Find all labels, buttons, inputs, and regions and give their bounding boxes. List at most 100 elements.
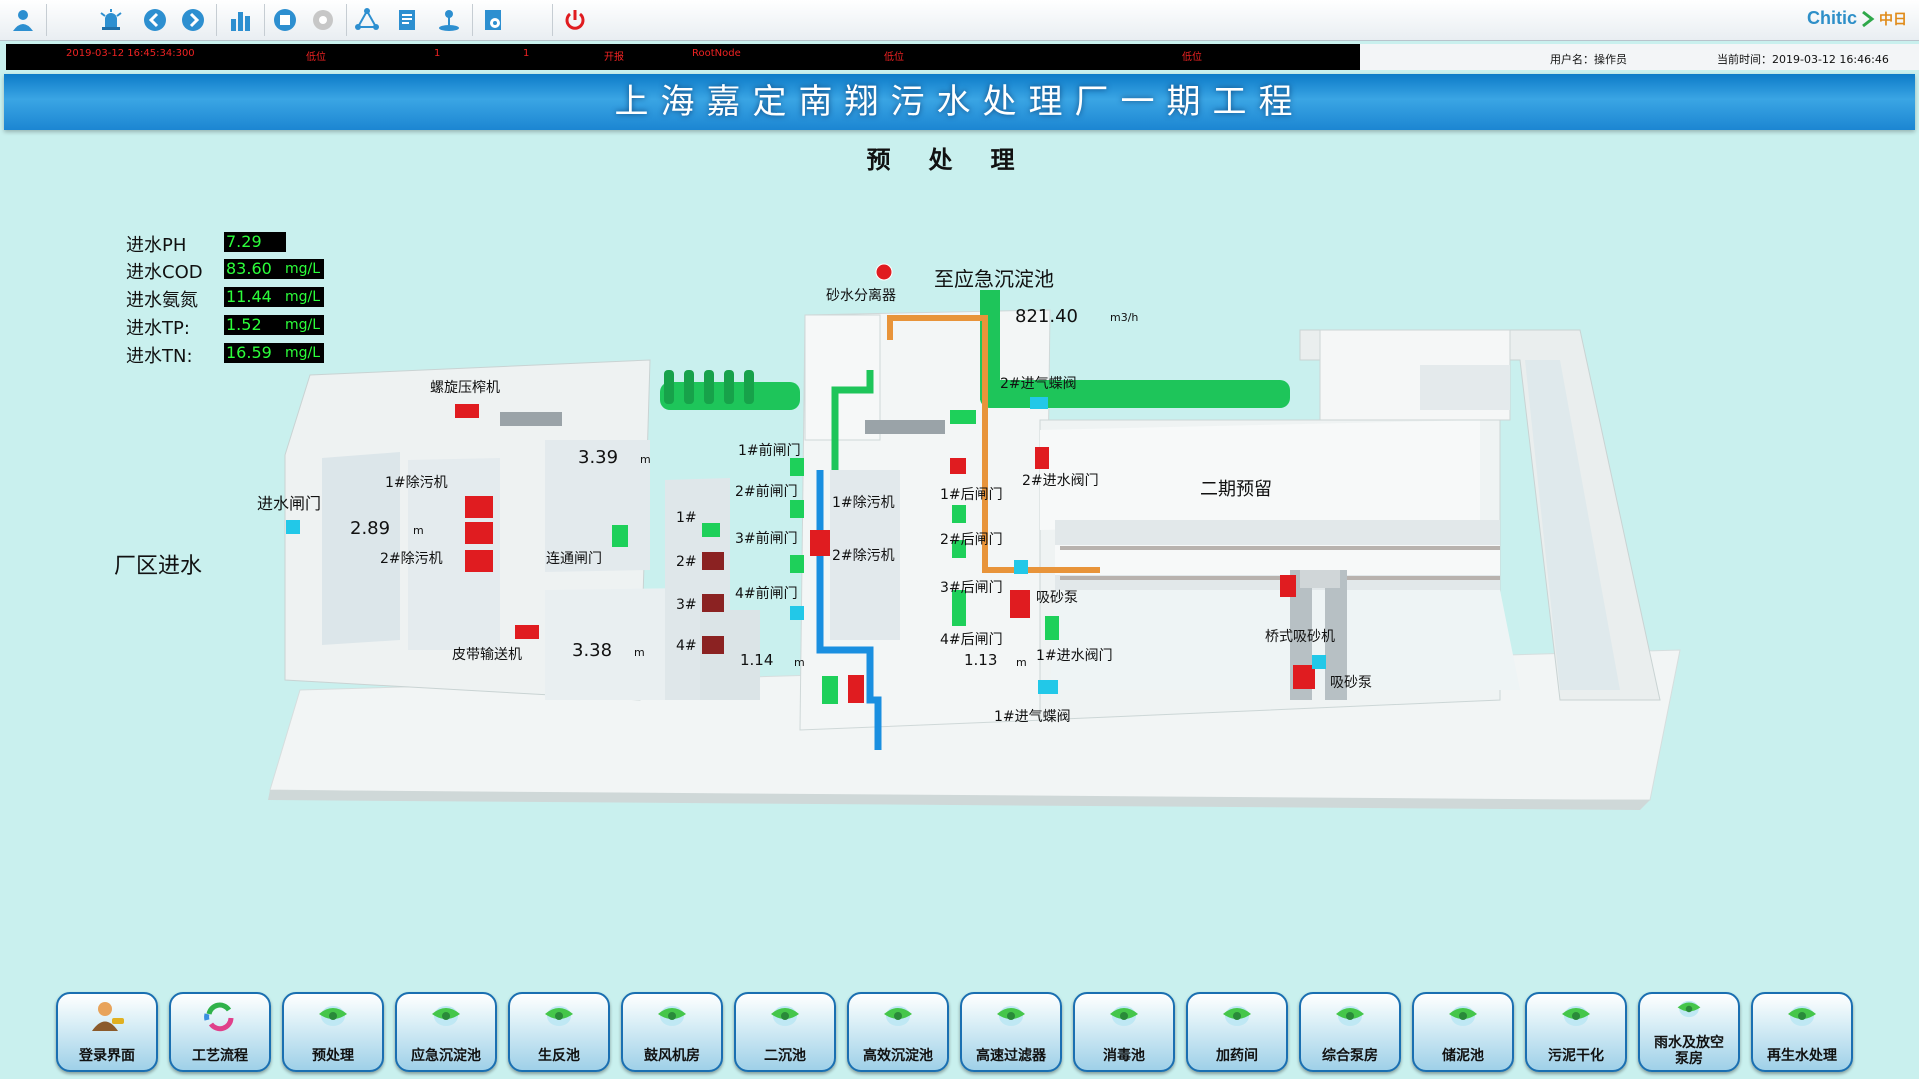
alarm-field1: 低位 [884,52,904,63]
pump-3-label: 3# [676,597,697,613]
front-gate-1-label: 1#前闸门 [738,443,801,459]
level-e-value: 1.13 [964,651,998,669]
alarm-field2: 低位 [1182,52,1202,63]
globe-leaf-icon [658,1006,686,1026]
level-a-value: 2.89 [350,518,391,539]
config-doc-icon[interactable] [478,5,508,35]
nav-button-bio-reactor[interactable]: 生反池 [508,992,610,1072]
toolbar: Chitic 中日 [0,0,1919,41]
level-e-unit: m [1016,656,1027,669]
sand-pump-2-label: 吸砂泵 [1330,675,1372,691]
alarm-n1: 1 [434,48,441,59]
sensor-label: 进水TN: [126,346,193,367]
nav-button-emergency-tank[interactable]: 应急沉淀池 [395,992,497,1072]
level-a-unit: m [413,524,424,537]
disabled-tool-icon[interactable] [308,5,338,35]
sensor-label: 进水PH [126,235,187,256]
page-title: 上海嘉定南翔污水处理厂一期工程 [614,82,1305,122]
link-gate-label: 连通闸门 [546,551,602,567]
nav-button-pretreatment[interactable]: 预处理 [282,992,384,1072]
globe-leaf-icon [1336,1006,1364,1026]
joystick-icon[interactable] [434,5,464,35]
air-valve-2-label: 2#进气蝶阀 [1000,376,1077,392]
air-valve-1-label: 1#进气蝶阀 [994,709,1071,725]
front-gate-4-label: 4#前闸门 [735,586,798,602]
screw-press-label: 螺旋压榨机 [430,380,500,396]
back-gate-3-label: 3#后闸门 [940,580,1003,596]
network-icon[interactable] [352,5,382,35]
globe-leaf-icon [1110,1006,1138,1026]
level-b-value: 3.39 [578,447,619,468]
globe-leaf-icon [1449,1006,1477,1026]
sensor-label: 进水COD [126,262,203,283]
globe-leaf-icon [884,1006,912,1026]
globe-leaf-icon [1562,1006,1590,1026]
alarm-n2: 1 [523,48,530,59]
alarm-bar[interactable]: 2019-03-12 16:45:34:300 低位 1 1 开报 RootNo… [6,44,1360,70]
nav-button-disinfection-tank[interactable]: 消毒池 [1073,992,1175,1072]
power-icon[interactable] [560,5,590,35]
stop-icon[interactable] [270,5,300,35]
globe-leaf-icon [1223,1006,1251,1026]
pump-2-label: 2# [676,554,697,570]
phase2-reserved-label: 二期预留 [1200,479,1272,500]
pump-1-label: 1# [676,510,697,526]
front-gate-2-label: 2#前闸门 [735,484,798,500]
belt-conveyor-label: 皮带输送机 [452,647,522,663]
nav-button-rain-pump-house[interactable]: 雨水及放空泵房 [1638,992,1740,1072]
sand-pump-label: 吸砂泵 [1036,590,1078,606]
level-d-value: 1.14 [740,651,774,669]
level-c-unit: m [634,646,645,659]
nav-button-dosing-room[interactable]: 加药间 [1186,992,1288,1072]
sensor-label: 进水氨氮 [126,290,198,311]
globe-leaf-icon [771,1006,799,1026]
inlet-gate-label: 进水闸门 [257,494,322,513]
back-gate-2-label: 2#后闸门 [940,532,1003,548]
back-arrow-icon[interactable] [140,5,170,35]
cleaner1-label: 1#除污机 [385,475,448,491]
user-icon[interactable] [8,5,38,35]
username: 用户名：操作员 [1550,53,1627,66]
bar-chart-icon[interactable] [226,5,256,35]
sand-separator-label: 砂水分离器 [826,288,896,304]
globe-leaf-icon [1677,1000,1701,1018]
nav-button-process-flow[interactable]: 工艺流程 [169,992,271,1072]
bridge-sand-machine-label: 桥式吸砂机 [1265,629,1335,645]
mid-cleaner-2-label: 2#除污机 [832,548,895,564]
forward-arrow-icon[interactable] [178,5,208,35]
nav-button-blower-room[interactable]: 鼓风机房 [621,992,723,1072]
front-gate-3-label: 3#前闸门 [735,531,798,547]
alarm-state: 开报 [604,52,624,63]
alarm-siren-icon[interactable] [96,5,126,35]
nav-button-pump-house[interactable]: 综合泵房 [1299,992,1401,1072]
nav-button-login[interactable]: 登录界面 [56,992,158,1072]
nav-button-high-speed-filter[interactable]: 高速过滤器 [960,992,1062,1072]
globe-leaf-icon [1788,1006,1816,1026]
back-gate-1-label: 1#后闸门 [940,487,1003,503]
to-emergency-label: 至应急沉淀池 [934,267,1054,291]
globe-leaf-icon [545,1006,573,1026]
pump-4-label: 4# [676,638,697,654]
nav-button-secondary-clarifier[interactable]: 二沉池 [734,992,836,1072]
nav-button-reclaimed-water[interactable]: 再生水处理 [1751,992,1853,1072]
flow-value: 821.40 [1015,306,1078,327]
flow-unit: m3/h [1110,311,1139,324]
report-icon[interactable] [392,5,422,35]
nav-button-sludge-drying[interactable]: 污泥干化 [1525,992,1627,1072]
level-b-unit: m [640,453,651,466]
cycle-arrows-icon [204,1002,234,1032]
alarm-node: RootNode [692,48,741,59]
sensor-label: 进水TP: [126,318,190,339]
level-c-value: 3.38 [572,640,613,661]
level-d-unit: m [794,656,805,669]
user-info-bar: 用户名：操作员 当前时间：2019-03-12 16:46:46 [1360,44,1919,70]
inlet-valve-1-label: 1#进水阀门 [1036,648,1113,664]
nav-button-sludge-storage[interactable]: 储泥池 [1412,992,1514,1072]
login-person-icon [92,1002,124,1031]
nav-button-high-efficiency-tank[interactable]: 高效沉淀池 [847,992,949,1072]
